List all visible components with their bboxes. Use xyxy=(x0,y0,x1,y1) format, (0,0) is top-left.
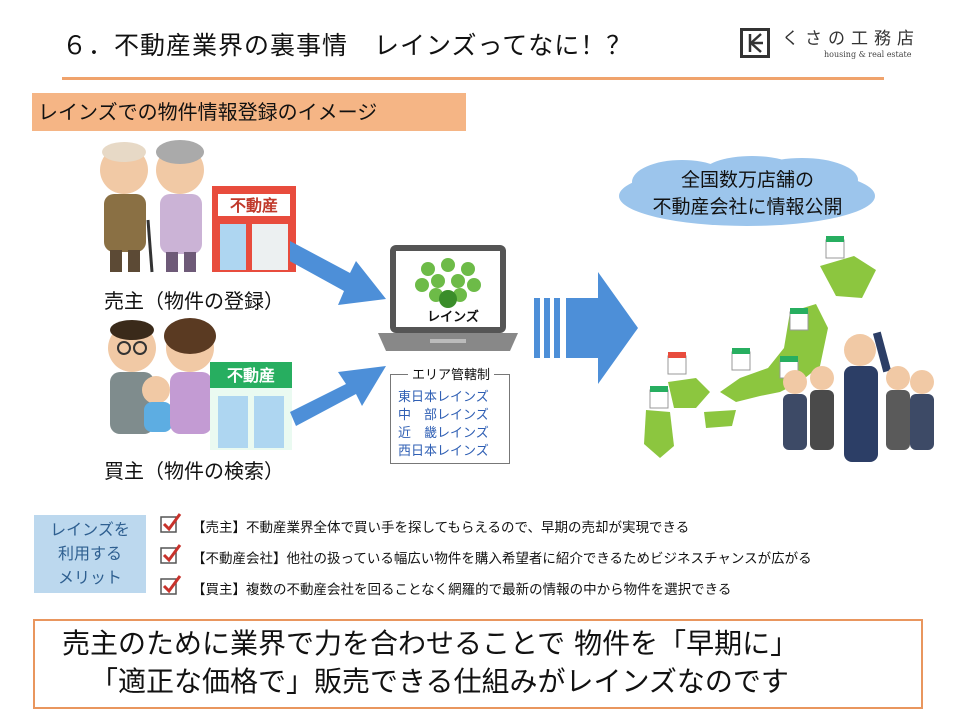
area-item: 西日本レインズ xyxy=(398,444,489,459)
japan-map-illustration xyxy=(644,236,934,462)
merit-line: 【売主】不動産業界全体で買い手を探してもらえるので、早期の売却が実現できる xyxy=(192,520,690,536)
merit-label-line: メリット xyxy=(57,568,122,587)
seller-to-reins-arrow xyxy=(290,241,386,305)
conclusion-line: 売主のために業界で力を合わせることで 物件を「早期に」 xyxy=(62,627,799,660)
merit-line: 【不動産会社】他社の扱っている幅広い物件を購入希望者に紹介できるためビジネスチャ… xyxy=(192,551,812,567)
checkbox-checked-icon xyxy=(160,544,182,564)
logo-mark-icon xyxy=(740,28,770,58)
page-title: ６．不動産業界の裏事情 レインズってなに！？ xyxy=(62,31,633,60)
area-jurisdiction-box xyxy=(390,374,510,464)
section-heading: レインズでの物件情報登録のイメージ xyxy=(32,93,466,131)
checkbox-checked-icon xyxy=(160,575,182,595)
logo-name: くさの工務店 xyxy=(782,29,920,49)
cloud-line: 全国数万店舗の xyxy=(680,169,814,191)
area-item: 中 部レインズ xyxy=(398,408,489,423)
buyer-caption: 買主（物件の検索） xyxy=(104,459,284,483)
conclusion-box xyxy=(33,619,923,709)
merit-label-line: レインズを xyxy=(50,520,130,539)
area-item: 近 畿レインズ xyxy=(398,426,489,441)
area-title: エリア管轄制 xyxy=(408,364,495,383)
company-logo: くさの工務店 housing & real estate xyxy=(740,26,940,68)
publish-arrow xyxy=(534,272,638,384)
shop-sign-buyer: 不動産 xyxy=(227,366,275,385)
logo-subtitle: housing & real estate xyxy=(824,50,912,59)
cloud-shape xyxy=(619,156,875,226)
merit-label-line: 利用する xyxy=(57,544,122,563)
cloud-text: 全国数万店舗の 不動産会社に情報公開 xyxy=(625,167,870,221)
merit-line: 【買主】複数の不動産会社を回ることなく網羅的で最新の情報の中から物件を選択できる xyxy=(192,582,732,598)
conclusion-line: 「適正な価格で」販売できる仕組みがレインズなのです xyxy=(90,665,789,698)
merit-label: レインズを 利用する メリット xyxy=(34,518,146,590)
merit-label-box xyxy=(34,515,146,593)
checkbox-checked-icon xyxy=(160,513,182,533)
title-divider xyxy=(62,77,884,80)
area-item: 東日本レインズ xyxy=(398,390,489,405)
buyer-family-illustration: 不動産 xyxy=(108,318,292,450)
seller-caption: 売主（物件の登録） xyxy=(104,289,284,313)
shop-sign-seller: 不動産 xyxy=(230,196,278,215)
seller-elderly-couple-illustration: 不動産 xyxy=(100,140,296,273)
laptop-label: レインズ xyxy=(427,310,479,325)
cloud-line: 不動産会社に情報公開 xyxy=(652,196,843,218)
laptop-reins-illustration xyxy=(378,245,518,351)
reins-to-buyer-arrow xyxy=(290,366,386,426)
